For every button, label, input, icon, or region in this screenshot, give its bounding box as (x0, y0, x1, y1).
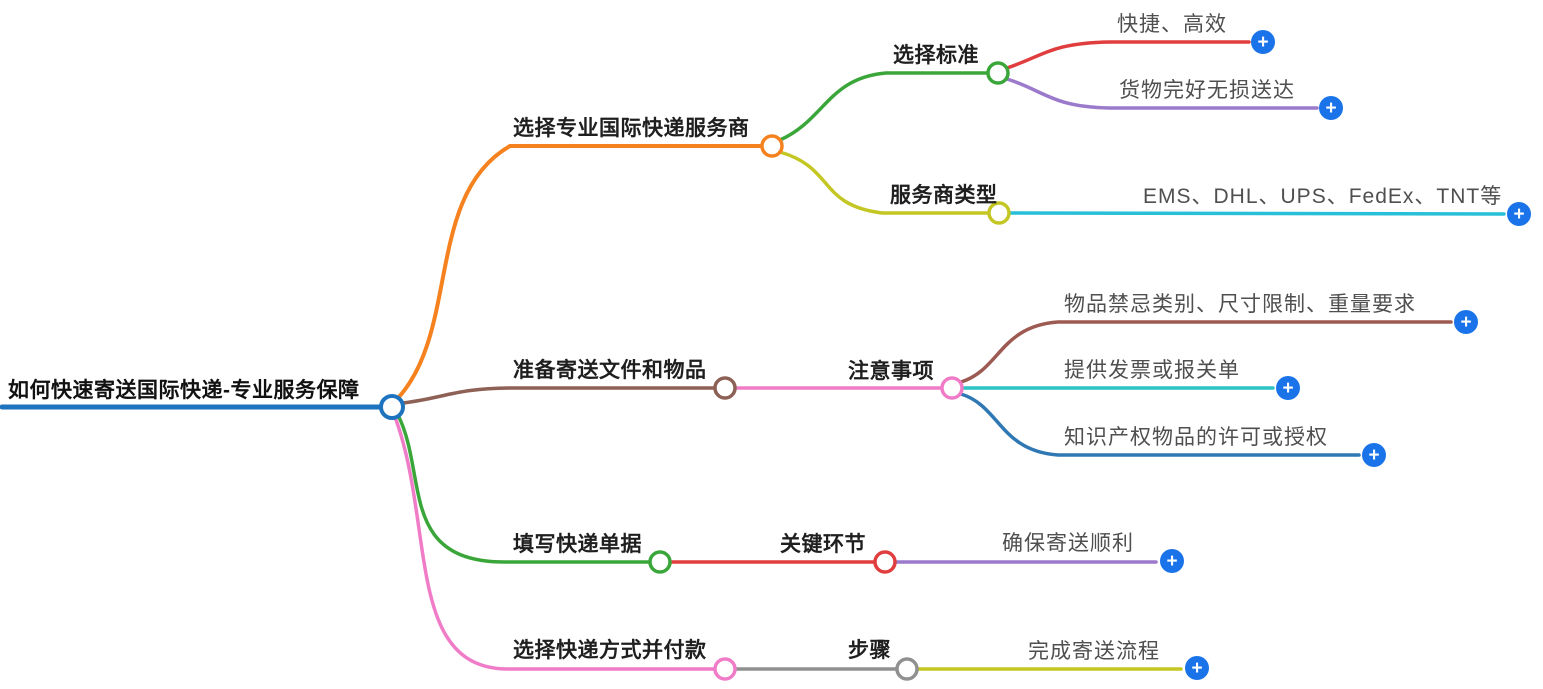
node-b1[interactable]: 选择专业国际快递服务商 (513, 117, 750, 140)
node-b2-1-3[interactable]: 知识产权物品的许可或授权 (1064, 426, 1328, 449)
node-connector-b2[interactable] (713, 376, 737, 400)
branch-line-b3 (396, 413, 652, 564)
node-b3[interactable]: 填写快递单据 (513, 533, 642, 556)
expand-button-b3-1-1[interactable]: + (1160, 549, 1184, 573)
plus-icon: + (1282, 377, 1294, 399)
branch-line-b1-2 (778, 150, 991, 215)
node-connector-b4-1[interactable] (895, 657, 919, 681)
node-connector-b3-1[interactable] (873, 550, 897, 574)
node-connector-b2-1[interactable] (940, 376, 964, 400)
node-b3-1[interactable]: 关键环节 (780, 533, 866, 556)
node-b1-2-1[interactable]: EMS、DHL、UPS、FedEx、TNT等 (1143, 185, 1503, 208)
expand-button-b1-2-1[interactable]: + (1507, 202, 1531, 226)
plus-icon: + (1513, 203, 1525, 225)
plus-icon: + (1191, 657, 1203, 679)
node-root[interactable]: 如何快速寄送国际快递-专业服务保障 (8, 379, 360, 402)
leaf-line-b1-1-2 (1005, 77, 1319, 110)
branch-line-b1-1 (778, 71, 990, 142)
node-connector-b1-1[interactable] (986, 61, 1010, 85)
node-b3-1-1[interactable]: 确保寄送顺利 (1002, 532, 1134, 555)
node-b1-1[interactable]: 选择标准 (893, 44, 979, 67)
expand-button-b1-1-2[interactable]: + (1319, 96, 1343, 120)
node-b1-2[interactable]: 服务商类型 (890, 184, 998, 207)
node-b4[interactable]: 选择快递方式并付款 (513, 639, 707, 662)
plus-icon: + (1368, 444, 1380, 466)
node-b2-1-1[interactable]: 物品禁忌类别、尺寸限制、重量要求 (1064, 293, 1416, 316)
node-b1-1-1[interactable]: 快捷、高效 (1117, 13, 1227, 36)
plus-icon: + (1460, 311, 1472, 333)
branch-line-b2 (401, 386, 717, 405)
node-b4-1[interactable]: 步骤 (848, 639, 891, 662)
plus-icon: + (1257, 31, 1269, 53)
node-connector-b3[interactable] (648, 550, 672, 574)
expand-button-b2-1-3[interactable]: + (1362, 443, 1386, 467)
node-b1-1-2[interactable]: 货物完好无损送达 (1119, 79, 1295, 102)
expand-button-b1-1-1[interactable]: + (1251, 30, 1275, 54)
plus-icon: + (1166, 550, 1178, 572)
node-b2[interactable]: 准备寄送文件和物品 (513, 359, 707, 382)
expand-button-b2-1-1[interactable]: + (1454, 310, 1478, 334)
expand-button-b4-1-1[interactable]: + (1185, 656, 1209, 680)
leaf-line-b1-2-1 (1007, 211, 1506, 216)
node-b4-1-1[interactable]: 完成寄送流程 (1028, 640, 1160, 663)
node-connector-b1-2[interactable] (987, 201, 1011, 225)
node-b2-1-2[interactable]: 提供发票或报关单 (1064, 359, 1240, 382)
expand-button-b2-1-2[interactable]: + (1276, 376, 1300, 400)
node-connector-b1[interactable] (760, 134, 784, 158)
leaf-line-b2-1-1 (959, 320, 1453, 384)
plus-icon: + (1325, 97, 1337, 119)
leaf-line-b1-1-1 (1005, 40, 1251, 70)
branch-line-b1 (396, 144, 764, 400)
leaf-line-b2-1-3 (959, 392, 1361, 457)
branch-line-b4 (393, 415, 717, 671)
node-connector-b4[interactable] (713, 657, 737, 681)
node-connector-root[interactable] (379, 394, 405, 420)
node-b2-1[interactable]: 注意事项 (848, 360, 934, 383)
